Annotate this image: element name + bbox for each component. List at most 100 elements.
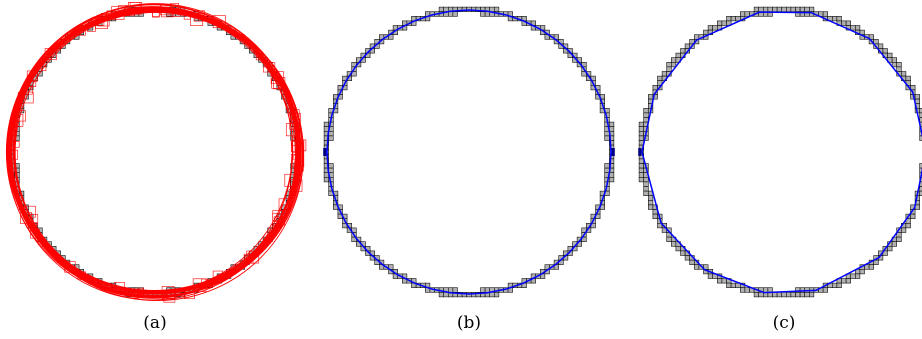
panel-b: (b) [323,6,615,333]
panel-b-pixel [323,126,329,132]
ellipse-marker [24,205,36,218]
panel-b-extremity-mark [323,148,327,156]
ellipse-marker [272,212,285,226]
panel-c: (c) [638,6,922,333]
panel-c-pixel [763,6,769,12]
ellipse-marker [8,149,18,160]
panel-c-pixel [703,29,709,35]
panel-c-pixel [638,177,644,183]
panel-c-pixel [730,282,736,288]
panel-b-pixel [443,292,449,298]
ellipse-marker [29,80,37,87]
panel-c-polygon [641,11,922,294]
panel-b-pixel [494,292,500,298]
panel-a-fitted-ellipses [5,2,307,303]
ellipse-marker [32,222,38,228]
ellipse-marker [193,10,205,22]
panel-b-label: (b) [457,313,481,333]
panel-c-pixel [666,236,672,242]
ellipse-marker [291,137,301,147]
ellipse-marker [170,3,179,13]
ellipse-marker [212,270,224,281]
ellipse-marker [271,78,282,89]
panel-b-pixel [494,6,500,12]
ellipse-marker [26,70,38,82]
panel-c-pixel [850,273,856,279]
ellipse-marker [206,280,213,288]
ellipse-marker [40,65,47,71]
ellipse-marker [183,288,195,299]
panel-c-pixel [799,6,805,12]
ellipse-marker [289,179,303,192]
panel-c-pixel [910,213,916,219]
panel-c-pixel [790,6,796,12]
panel-c-pixel [896,232,902,238]
panel-c-pixel [726,282,732,288]
panel-c-pixel [717,278,723,284]
panel-c-pixel [671,62,677,68]
panel-b-pixel [452,11,458,17]
panel-c-pixel [721,278,727,284]
panel-c-pixel [675,246,681,252]
ellipse-marker [273,77,286,90]
ellipse-marker [12,141,20,148]
ellipse-marker [293,154,299,161]
ellipse-marker [44,48,57,61]
panel-c-pixel [804,6,810,12]
ellipse-marker [152,9,160,17]
panel-c-pixel [809,292,815,298]
panel-c-pixel [901,71,907,77]
panel-a-label: (a) [143,313,166,333]
panel-c-pixel [891,57,897,63]
panel-b-pixel [609,126,615,132]
ellipse-marker [291,109,300,118]
ellipse-marker [24,86,33,95]
ellipse-marker [101,285,106,291]
panel-c-pixel [638,135,644,141]
panel-c-pixel [836,282,842,288]
panel-c-pixel [666,66,672,72]
panel-c-pixel [638,131,644,137]
ellipse-marker [21,91,34,104]
panel-c-pixel [919,108,922,114]
ellipse-marker [64,261,76,273]
ellipse-marker [291,153,305,168]
panel-c-pixel [758,6,764,12]
ellipse-marker [111,6,125,20]
panel-c-pixel [643,190,649,196]
ellipse-marker [273,216,280,222]
panel-c-pixel [648,204,654,210]
panel-c-pixel [795,292,801,298]
panel-c-pixel [809,6,815,12]
panel-b-pixel [480,11,486,17]
panel-c-pixel [919,163,922,169]
panel-c-pixel [786,292,792,298]
fine-polygon [326,9,612,295]
fitted-ellipse [6,8,298,293]
ellipse-marker [160,4,172,16]
panel-c-pixel [730,16,736,22]
panel-c-pixel [721,20,727,26]
panel-c-pixel [638,172,644,178]
ellipse-marker [288,188,296,196]
ellipse-marker [248,253,253,259]
panel-c-pixel [804,292,810,298]
ellipse-marker [257,245,262,251]
panel-b-pixel [489,6,495,12]
panel-c-pixel [919,135,922,141]
panel-b-pixel [604,167,610,173]
panel-c-pixel [901,227,907,233]
ellipse-marker [162,294,168,300]
ellipse-marker [77,271,86,280]
panel-c-pixel [776,6,782,12]
panel-b-pixel [609,177,615,183]
ellipse-marker [30,228,40,239]
panel-c-pixel [786,6,792,12]
ellipse-marker [118,5,128,15]
panel-c-pixel [873,39,879,45]
panel-c-pixel [643,112,649,118]
panel-c-pixel [919,131,922,137]
ellipse-marker [284,173,298,187]
panel-b-pixel [328,167,334,173]
